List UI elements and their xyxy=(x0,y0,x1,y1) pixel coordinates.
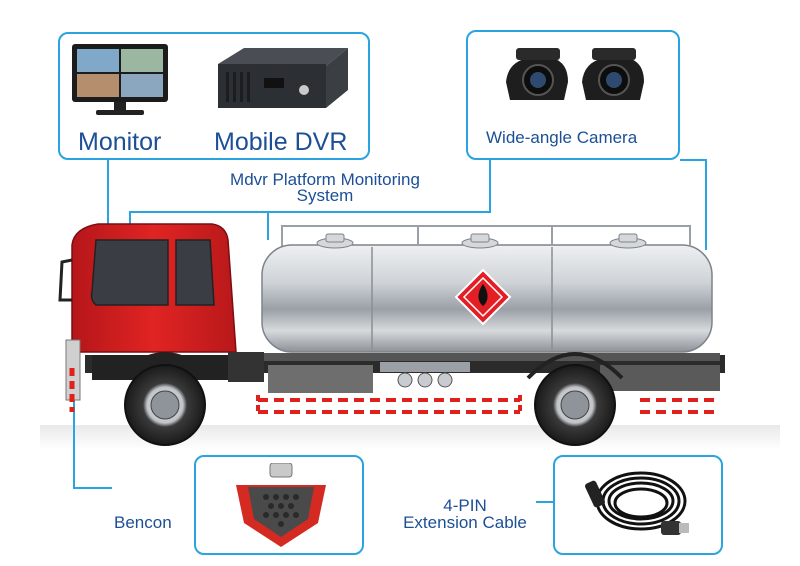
wide-angle-camera-label: Wide-angle Camera xyxy=(486,128,638,147)
bencon-image xyxy=(236,463,326,547)
rear-wheel xyxy=(534,364,616,446)
flammable-hazard-sign xyxy=(454,268,512,326)
connector-lines xyxy=(73,159,707,503)
platform-label-line1: Mdvr Platform Monitoring xyxy=(230,170,420,189)
monitor-image xyxy=(72,44,168,115)
reflector-tape xyxy=(258,398,720,414)
cable-label-line2: Extension Cable xyxy=(403,513,527,532)
monitor-label: Monitor xyxy=(78,128,162,156)
front-wheel xyxy=(124,364,206,446)
platform-label-line2: System xyxy=(296,186,354,205)
side-box xyxy=(268,365,373,393)
platform-connector xyxy=(129,160,491,228)
side-mirror xyxy=(58,258,73,302)
camera-image xyxy=(506,48,644,100)
bencon-panel xyxy=(194,455,364,555)
extension-cable-image xyxy=(585,471,689,535)
extension-cable-panel xyxy=(553,455,723,555)
camera-connector xyxy=(680,159,707,250)
mobile-dvr-image xyxy=(218,48,348,108)
cab-window xyxy=(90,239,169,306)
monitor-dvr-panel: Monitor Mobile DVR xyxy=(58,32,370,160)
wide-angle-camera-panel: Wide-angle Camera xyxy=(466,30,680,160)
bencon-label: Bencon xyxy=(114,513,172,532)
mobile-dvr-label: Mobile DVR xyxy=(214,128,348,156)
cable-label-line1: 4-PIN xyxy=(443,496,487,515)
